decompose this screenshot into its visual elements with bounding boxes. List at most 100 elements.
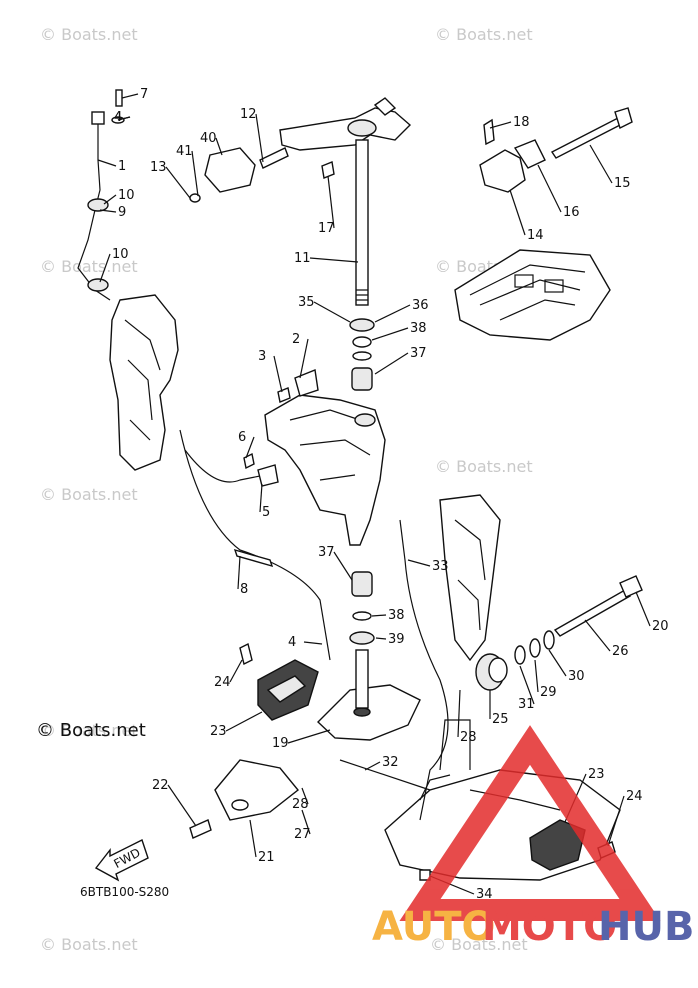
- washers: [514, 630, 555, 665]
- callout-leader-line: [259, 483, 263, 513]
- callout-1: 1: [118, 159, 126, 174]
- wire-harness: [77, 89, 125, 301]
- callout-37: 37: [410, 346, 427, 361]
- callout-leader-line: [121, 93, 139, 99]
- callout-19: 19: [272, 736, 289, 751]
- callout-17: 17: [318, 221, 335, 236]
- callout-leader-line: [327, 175, 335, 229]
- shaft-parts: [349, 318, 375, 645]
- callout-leader-line: [165, 166, 191, 199]
- callout-7: 7: [140, 87, 148, 102]
- callout-32: 32: [382, 755, 399, 770]
- watermark: © Boats.net: [40, 721, 138, 740]
- plate-23-left: [257, 659, 319, 721]
- callout-leader-line: [548, 649, 567, 677]
- callout-leader-line: [333, 551, 353, 581]
- callout-leader-line: [303, 641, 323, 645]
- callout-38: 38: [410, 321, 427, 336]
- callout-8: 8: [240, 582, 248, 597]
- callout-leader-line: [97, 159, 117, 167]
- callout-23: 23: [588, 767, 605, 782]
- callout-37: 37: [318, 545, 335, 560]
- callout-15: 15: [614, 176, 631, 191]
- callout-41: 41: [176, 144, 193, 159]
- callout-10: 10: [112, 247, 129, 262]
- callout-leader-line: [635, 591, 651, 627]
- watermarks: © Boats.net © Boats.net © Boats.net © Bo…: [40, 25, 533, 954]
- callout-leader-line: [255, 113, 264, 163]
- callout-39: 39: [388, 632, 405, 647]
- callout-31: 31: [518, 697, 535, 712]
- callout-40: 40: [200, 131, 217, 146]
- callout-leader-line: [407, 559, 431, 567]
- automotohub-logo: AUTO MOTO HUB: [372, 725, 694, 950]
- callout-24: 24: [214, 675, 231, 690]
- through-bolt: [550, 107, 633, 159]
- callout-27: 27: [294, 827, 311, 842]
- logo-text-auto: AUTO: [372, 904, 496, 950]
- callout-36: 36: [412, 298, 429, 313]
- callout-13: 13: [150, 160, 167, 175]
- callout-4: 4: [288, 635, 296, 650]
- callout-leader-line: [364, 761, 381, 771]
- callout-leader-line: [287, 729, 331, 744]
- fwd-arrow: FWD: [94, 839, 149, 882]
- copyright-text: © Boats.net: [36, 720, 146, 741]
- watermark: © Boats.net: [40, 257, 138, 276]
- callout-leader-line: [537, 164, 562, 213]
- watermark: © Boats.net: [430, 935, 528, 954]
- watermark: © Boats.net: [40, 935, 138, 954]
- callout-leader-line: [584, 619, 611, 652]
- callout-4: 4: [114, 110, 122, 125]
- callout-leader-line: [309, 257, 359, 263]
- callout-leader-line: [489, 121, 512, 129]
- callout-14: 14: [527, 228, 544, 243]
- mount-bolt: [553, 575, 643, 637]
- callout-25: 25: [492, 712, 509, 727]
- callout-35: 35: [298, 295, 315, 310]
- steering-plate: [316, 649, 421, 741]
- callout-11: 11: [294, 251, 311, 266]
- diagram-code: 6BTB100-S280: [80, 885, 169, 899]
- callout-leader-line: [607, 795, 625, 847]
- callout-leader-line: [191, 150, 199, 197]
- starboard-clamp-bracket: [439, 494, 501, 662]
- callout-3: 3: [258, 349, 266, 364]
- callout-38: 38: [388, 608, 405, 623]
- callout-leader-line: [117, 116, 131, 121]
- callout-29: 29: [540, 685, 557, 700]
- callout-21: 21: [258, 850, 275, 865]
- callout-leader-line: [313, 301, 351, 323]
- callout-34: 34: [476, 887, 493, 902]
- callout-24: 24: [626, 789, 643, 804]
- callout-leader-line: [374, 304, 411, 323]
- logo-text-hub: HUB: [598, 904, 694, 950]
- callout-28: 28: [292, 797, 309, 812]
- callout-5: 5: [262, 505, 270, 520]
- callout-leader-line: [249, 819, 257, 858]
- callout-leader-line: [519, 665, 535, 705]
- callout-leader-line: [371, 327, 409, 341]
- bracket-40: [204, 147, 256, 193]
- callout-20: 20: [652, 619, 669, 634]
- callout-12: 12: [240, 107, 257, 122]
- watermark: © Boats.net: [40, 25, 138, 44]
- callout-33: 33: [432, 559, 449, 574]
- cables: [179, 429, 449, 821]
- watermark: © Boats.net: [40, 485, 138, 504]
- plate-23-right: [529, 819, 586, 871]
- callout-9: 9: [118, 205, 126, 220]
- callout-26: 26: [612, 644, 629, 659]
- steering-shaft: [355, 139, 369, 306]
- callout-leader-line: [374, 352, 409, 375]
- callout-10: 10: [118, 188, 135, 203]
- power-unit-base: [454, 249, 611, 341]
- port-clamp-bracket: [109, 294, 179, 471]
- callout-leader-line: [589, 144, 613, 184]
- clip-5: [257, 464, 279, 487]
- callout-16: 16: [563, 205, 580, 220]
- callout-leader-line: [167, 784, 197, 827]
- callout-leader-line: [103, 194, 117, 205]
